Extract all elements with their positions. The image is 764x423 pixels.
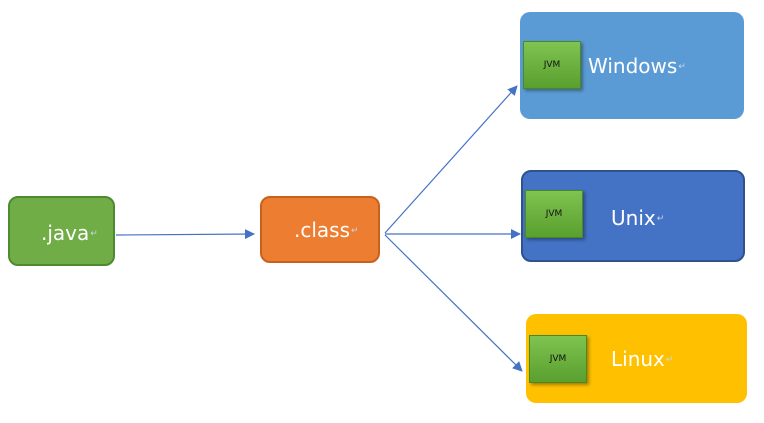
unix-jvm-label: JVM [545,209,563,219]
windows-platform-node: JVM Windows↵ [520,12,744,119]
unix-text: Unix [611,206,656,230]
paragraph-mark-icon: ↵ [90,229,98,239]
java-source-node: .java↵ [8,196,115,266]
linux-jvm-box: JVM [529,335,587,383]
java-source-text: .java [41,221,90,245]
windows-text: Windows [588,54,678,78]
linux-jvm-label: JVM [549,354,567,364]
class-bytecode-node: .class↵ [260,196,380,263]
linux-platform-node: JVM Linux↵ [526,314,747,403]
unix-label: Unix↵ [611,208,664,228]
arrow-java-to-class [115,229,255,240]
class-bytecode-text: .class [294,218,351,242]
windows-jvm-label: JVM [543,60,561,70]
windows-jvm-box: JVM [523,41,581,89]
java-source-label: .java↵ [41,223,98,243]
arrow-class-to-linux [384,234,523,372]
linux-text: Linux [611,347,665,371]
linux-label: Linux↵ [611,349,673,369]
windows-label: Windows↵ [588,56,686,76]
paragraph-mark-icon: ↵ [665,355,674,365]
unix-platform-node: JVM Unix↵ [521,170,745,262]
paragraph-mark-icon: ↵ [656,214,665,224]
class-bytecode-label: .class↵ [294,220,359,240]
paragraph-mark-icon: ↵ [351,226,359,236]
paragraph-mark-icon: ↵ [678,62,686,72]
unix-jvm-box: JVM [525,190,583,238]
arrow-class-to-windows [384,85,518,234]
